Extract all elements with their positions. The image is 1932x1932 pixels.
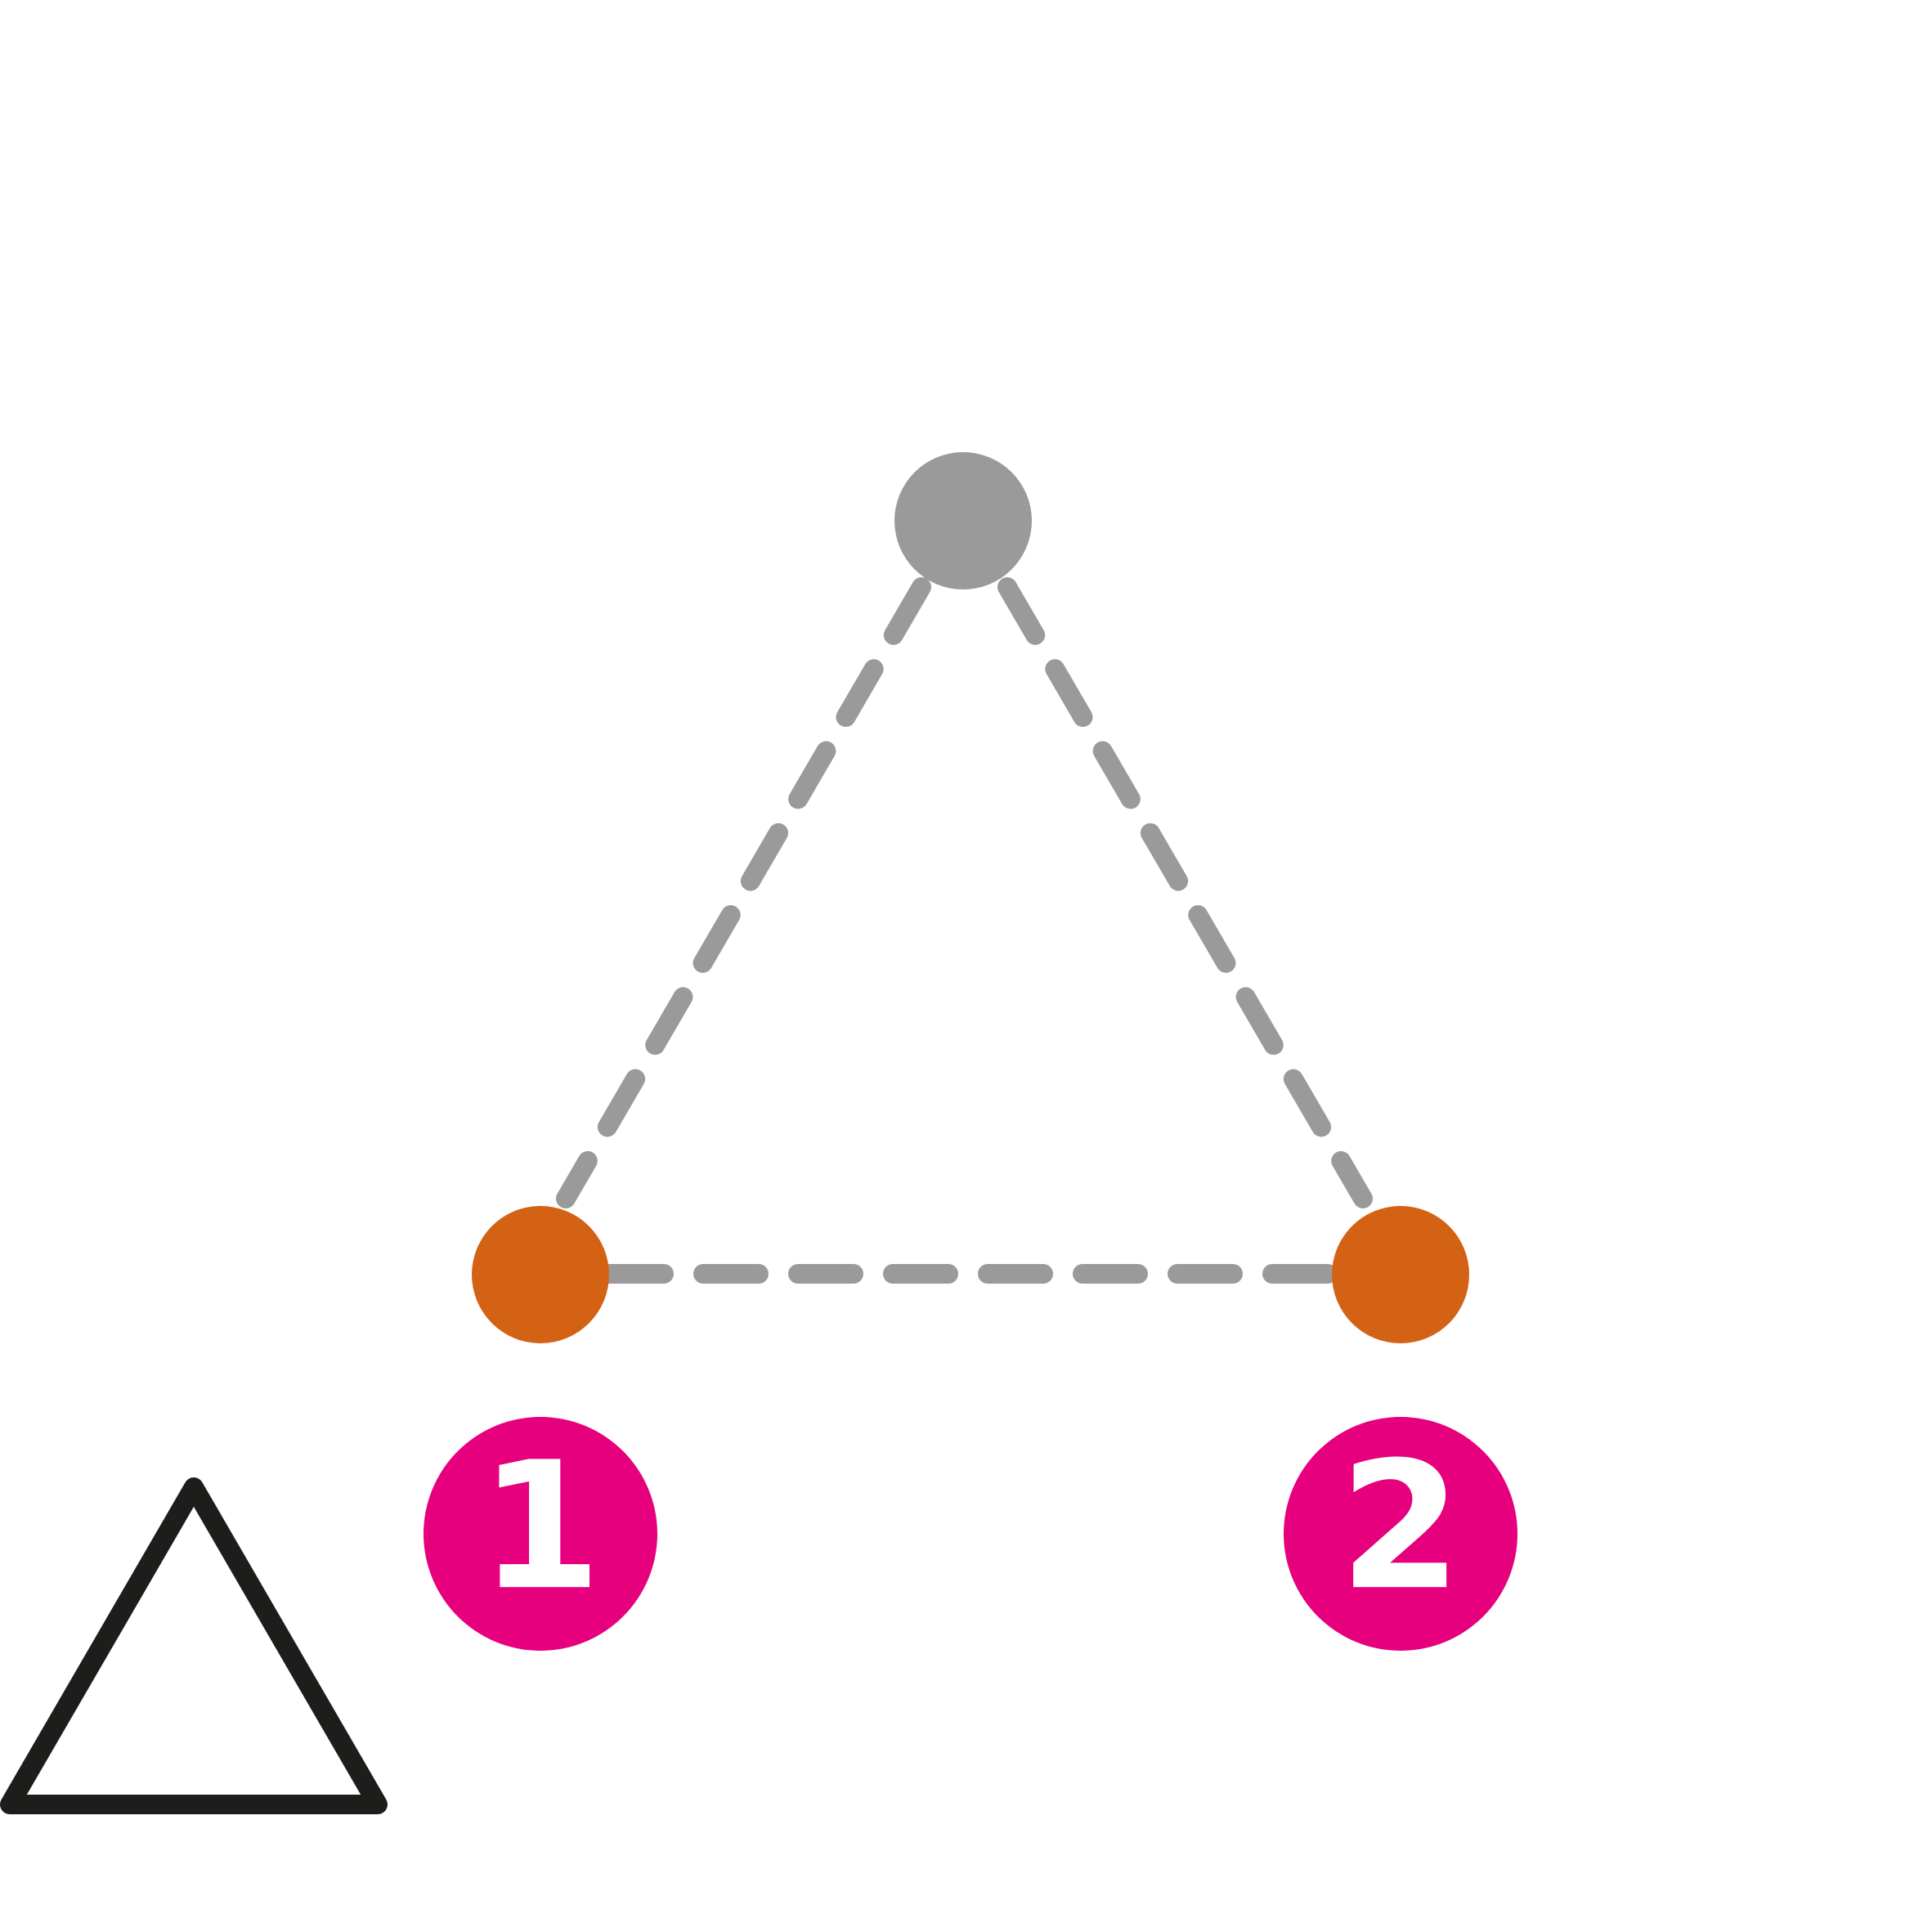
edges xyxy=(556,577,1373,1284)
node-top xyxy=(894,452,1032,589)
edge-top-to-bottom-left xyxy=(556,577,931,1208)
node-bottom-left xyxy=(472,1206,609,1343)
badge-1-label: 1 xyxy=(479,1423,602,1629)
badge-2-circle xyxy=(1284,1417,1517,1651)
triangle-outline-icon xyxy=(0,1477,388,1814)
badge-1: 1 xyxy=(424,1417,657,1651)
edge-top-to-bottom-right xyxy=(997,577,1373,1208)
badge-2: 2 xyxy=(1284,1417,1517,1651)
badge-1-circle xyxy=(424,1417,657,1651)
node-bottom-right xyxy=(1332,1206,1469,1343)
badge-2-label: 2 xyxy=(1339,1423,1462,1629)
